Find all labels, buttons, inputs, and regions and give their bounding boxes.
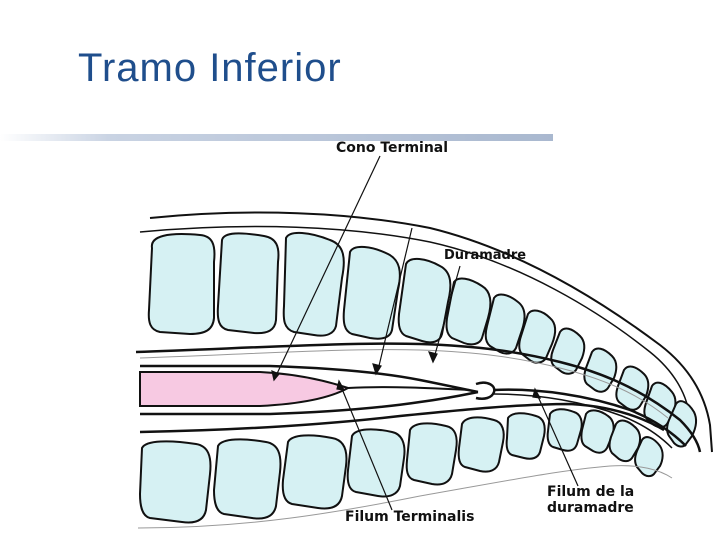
vertebra-u6 <box>445 277 492 346</box>
vertebra-l2 <box>212 438 282 520</box>
vertebra-u4 <box>342 246 401 340</box>
dural-knot <box>475 381 496 400</box>
pointer-lines <box>271 155 579 511</box>
label-filum-duramadre-line2: duramadre <box>547 500 634 516</box>
vertebra-u3 <box>282 232 345 337</box>
vertebra-u1 <box>147 233 216 336</box>
canal-upper-wall <box>135 342 702 453</box>
vertebra-l5 <box>405 422 458 486</box>
pointer-cono-2 <box>377 227 413 371</box>
pointer-cono-2-arrow <box>372 363 382 376</box>
pointer-filum-t <box>339 383 393 511</box>
vertebra-l11 <box>634 436 664 478</box>
dura-upper-line <box>140 364 479 394</box>
posterior-outer-contour <box>149 211 713 453</box>
label-filum-duramadre: Filum de la duramadre <box>547 484 667 516</box>
title-divider <box>0 134 553 141</box>
vertebra-l7 <box>505 412 546 460</box>
vertebra-l4 <box>346 428 406 498</box>
anterior-outer-contour <box>137 465 673 529</box>
canal-lower-wall <box>139 402 665 434</box>
label-filum-terminalis: Filum Terminalis <box>345 509 475 525</box>
canal-upper-wall-inner <box>139 349 669 419</box>
vertebra-u7 <box>484 293 526 355</box>
label-filum-duramadre-line1: Filum de la <box>547 484 635 500</box>
vertebra-u10 <box>583 347 618 393</box>
slide-title: Tramo Inferior <box>78 46 342 90</box>
label-cono-terminal: Cono Terminal <box>336 140 449 156</box>
vertebra-l1 <box>138 440 212 524</box>
label-duramadre: Duramadre <box>444 248 527 263</box>
vertebra-l3 <box>281 434 348 510</box>
vertebra-u2 <box>216 232 280 335</box>
pointer-cono <box>273 155 381 381</box>
posterior-inner-contour <box>139 225 691 421</box>
pointer-filum-d <box>535 391 579 487</box>
vertebra-u5 <box>397 258 452 344</box>
pointer-filum-d-arrow <box>532 387 542 399</box>
filum-duramadre-line-b <box>493 393 673 449</box>
pointer-filum-t-arrow <box>336 379 346 391</box>
filum-terminalis-line <box>347 386 471 391</box>
pointer-dura-arrow <box>428 351 438 364</box>
cono-terminal-shape <box>139 371 351 407</box>
vertebra-l6 <box>457 416 505 473</box>
pointer-cono-arrow <box>271 369 280 382</box>
vertebra-l8 <box>546 408 583 452</box>
dura-lower-line <box>140 390 479 416</box>
lower-vertebrae <box>138 408 664 524</box>
vertebra-l9 <box>580 409 615 454</box>
filum-duramadre-line-a <box>493 388 687 447</box>
vertebra-l10 <box>608 419 642 463</box>
pointer-dura <box>433 265 461 359</box>
